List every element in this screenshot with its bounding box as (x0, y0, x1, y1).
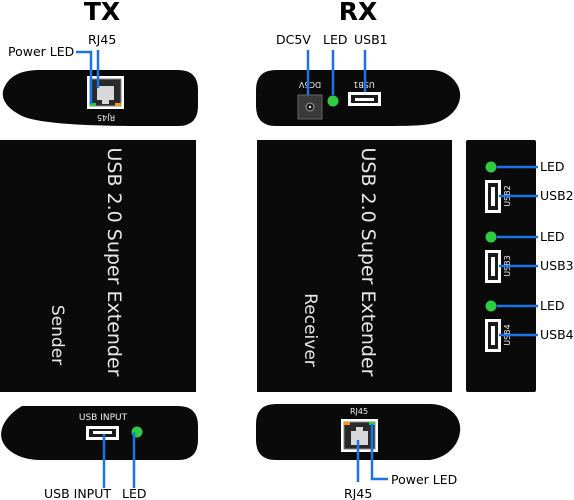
side-port-usb4: USB4 (485, 300, 538, 352)
tx-led-label: LED (122, 486, 147, 500)
usb3-label: USB3 (540, 258, 574, 273)
tx-rj45-port-text: RJ45 (97, 113, 115, 122)
rx-rj45-label: RJ45 (344, 486, 372, 500)
tx-rj45-label: RJ45 (88, 32, 116, 47)
rx-usb1-port (348, 92, 381, 106)
rx-body-title: USB 2.0 Super Extender (357, 148, 379, 377)
rx-power-led-pointer (370, 424, 388, 481)
tx-body (0, 140, 196, 392)
usb3-led (485, 231, 497, 243)
tx-body-subtitle: Sender (47, 305, 67, 365)
usb2-led (485, 161, 497, 173)
tx-power-led-label: Power LED (8, 44, 74, 59)
rx-top-led (327, 95, 339, 107)
tx-usb-input-port (86, 426, 119, 440)
side-port-usb3: USB3 (485, 231, 538, 283)
rx-rj45-port-text: RJ45 (350, 407, 368, 416)
tx-usb-input-port-text: USB INPUT (79, 413, 128, 423)
side-port-usb2: USB2 (485, 161, 538, 213)
tx-power-led-indicator (90, 103, 96, 106)
rx-dc5v-port-text: DC5V (298, 80, 321, 89)
usb3-led-label: LED (540, 229, 565, 244)
tx-link-led-indicator (115, 103, 121, 106)
rx-usb1-label: USB1 (354, 32, 388, 47)
usb2-label: USB2 (540, 188, 574, 203)
usb4-led (485, 300, 497, 312)
rx-dc5v-port (297, 94, 323, 120)
tx-body-title: USB 2.0 Super Extender (103, 148, 125, 377)
tx-header: TX (84, 0, 120, 26)
rx-body-subtitle: Receiver (300, 293, 320, 367)
usb2-led-label: LED (540, 159, 565, 174)
usb4-led-label: LED (540, 298, 565, 313)
tx-power-led-pointer (76, 50, 93, 104)
rx-power-led-indicator (369, 422, 375, 425)
usb4-label: USB4 (540, 327, 574, 342)
rx-dc5v-label: DC5V (276, 32, 311, 47)
tx-rj45-port (87, 76, 124, 109)
rx-led-label: LED (323, 32, 348, 47)
tx-usb-input-label: USB INPUT (44, 486, 111, 500)
rx-power-led-label: Power LED (391, 472, 457, 487)
rx-body (257, 140, 452, 392)
rx-link-led-indicator (344, 422, 350, 425)
rx-header: RX (339, 0, 378, 26)
